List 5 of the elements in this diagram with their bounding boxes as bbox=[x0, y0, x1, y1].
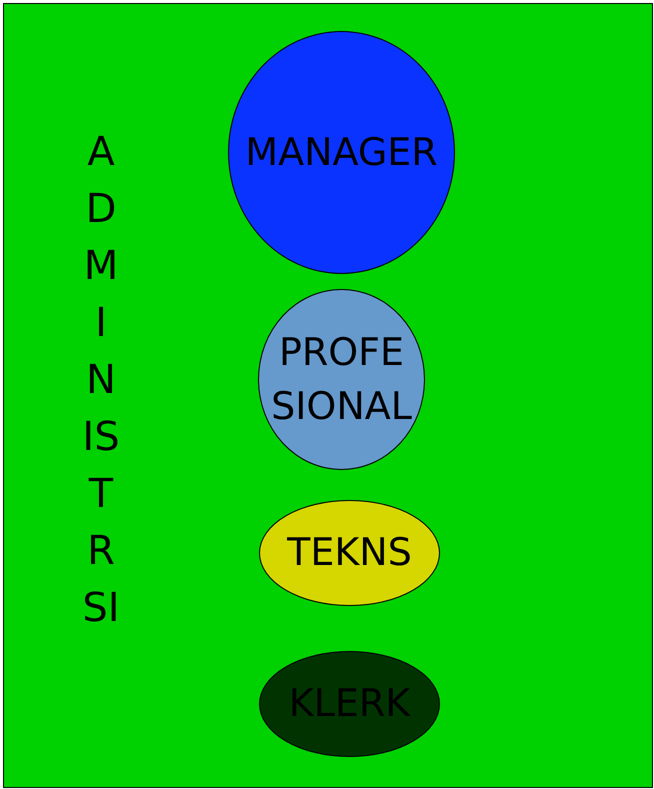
panel bbox=[3, 3, 653, 788]
node-label: TEKNS bbox=[287, 529, 412, 576]
node-label: PROFE SIONAL bbox=[270, 329, 413, 430]
node-label: MANAGER bbox=[245, 128, 438, 176]
vertical-label: ADMINISTRSI bbox=[81, 128, 121, 633]
